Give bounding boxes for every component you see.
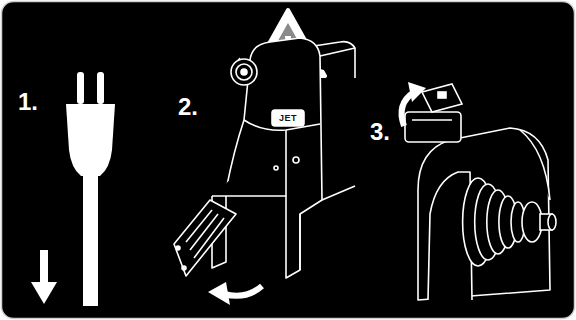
motor-shaft — [522, 202, 556, 242]
brand-logo: JET — [279, 114, 297, 123]
step-number: 2. — [178, 95, 198, 119]
motor-pulley — [405, 112, 550, 300]
open-arrow — [208, 282, 262, 305]
opened-cover — [174, 200, 236, 276]
down-arrow — [31, 250, 57, 304]
step-number: 1. — [18, 90, 38, 114]
power-plug — [66, 72, 115, 306]
lid — [422, 84, 462, 112]
step-number: 3. — [370, 120, 390, 144]
pulley-stack — [463, 178, 525, 266]
lathe-headstock — [212, 38, 355, 278]
lift-arrow — [402, 82, 426, 126]
